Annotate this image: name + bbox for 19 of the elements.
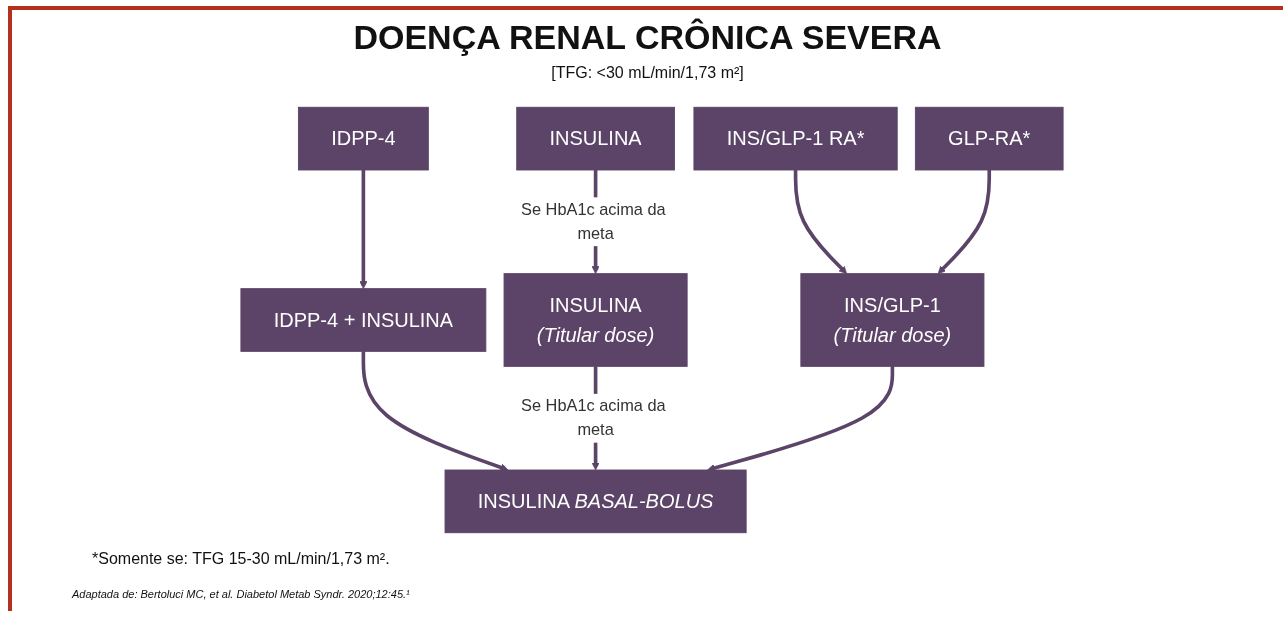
node-box: INSULINA	[516, 106, 675, 171]
arrow	[707, 366, 895, 472]
edge-label: Se HbA1c acima da meta	[521, 396, 666, 440]
arrow	[361, 351, 509, 472]
arrow	[937, 170, 992, 274]
node-box: INSULINA BASAL-BOLUS	[444, 469, 747, 534]
node-box: INS/GLP-1 RA*	[693, 106, 898, 171]
node-box: IDPP-4 + INSULINA	[240, 288, 487, 352]
node-box: GLP-RA*	[914, 106, 1064, 171]
node-box: INS/GLP-1 (Titular dose)	[800, 273, 985, 367]
arrow	[793, 170, 848, 274]
source-note: Adaptada de: Bertoluci MC, et al. Diabetol Metab Syndr. 2020;12:45.¹	[72, 588, 410, 600]
edge-label: Se HbA1c acima da meta	[521, 200, 666, 243]
diagram-title: DOENÇA RENAL CRÔNICA SEVERA	[352, 18, 943, 57]
node-box: IDPP-4	[297, 106, 429, 171]
arrow	[359, 170, 368, 289]
node-box: INSULINA (Titular dose)	[503, 273, 688, 367]
subtitle: [TFG: <30 mL/min/1,73 m²]	[550, 64, 745, 82]
footnote: *Somente se: TFG 15-30 mL/min/1,73 m².	[92, 550, 390, 568]
